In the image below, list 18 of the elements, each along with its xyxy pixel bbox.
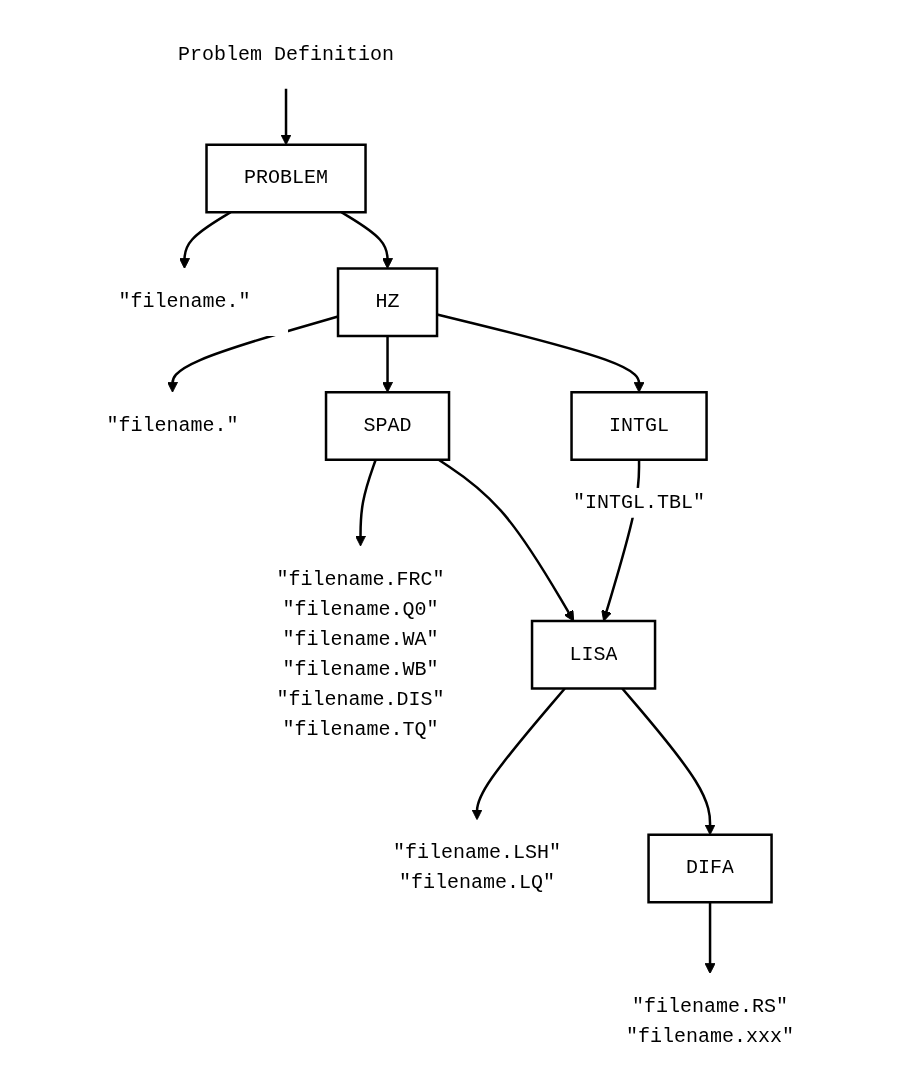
arrow xyxy=(704,901,716,974)
node-text: "filename.LSH" "filename.LQ" xyxy=(393,841,562,895)
edge-label: "INTGL.TBL" xyxy=(573,491,706,514)
node-text: "filename.RS" "filename.xxx" xyxy=(626,995,795,1048)
arrow xyxy=(280,88,292,145)
node-box: HZ xyxy=(337,266,439,337)
node-text: "filename.FRC" "filename.Q0" "filename.WA" "filename.WB" "filename.DIS" "filename.TQ" xyxy=(276,567,445,741)
arrow xyxy=(471,687,566,820)
node-text: Problem Definition xyxy=(178,43,395,66)
arrow xyxy=(167,314,339,393)
node-box: LISA xyxy=(531,619,657,690)
node-text: "filename." xyxy=(106,414,239,437)
node-box: SPAD xyxy=(325,390,451,461)
node-text: "filename." xyxy=(118,290,251,313)
arrow xyxy=(621,687,716,835)
node-box: PROBLEM xyxy=(205,143,367,213)
node-box: INTGL xyxy=(570,390,709,461)
node-box: DIFA xyxy=(647,833,773,903)
